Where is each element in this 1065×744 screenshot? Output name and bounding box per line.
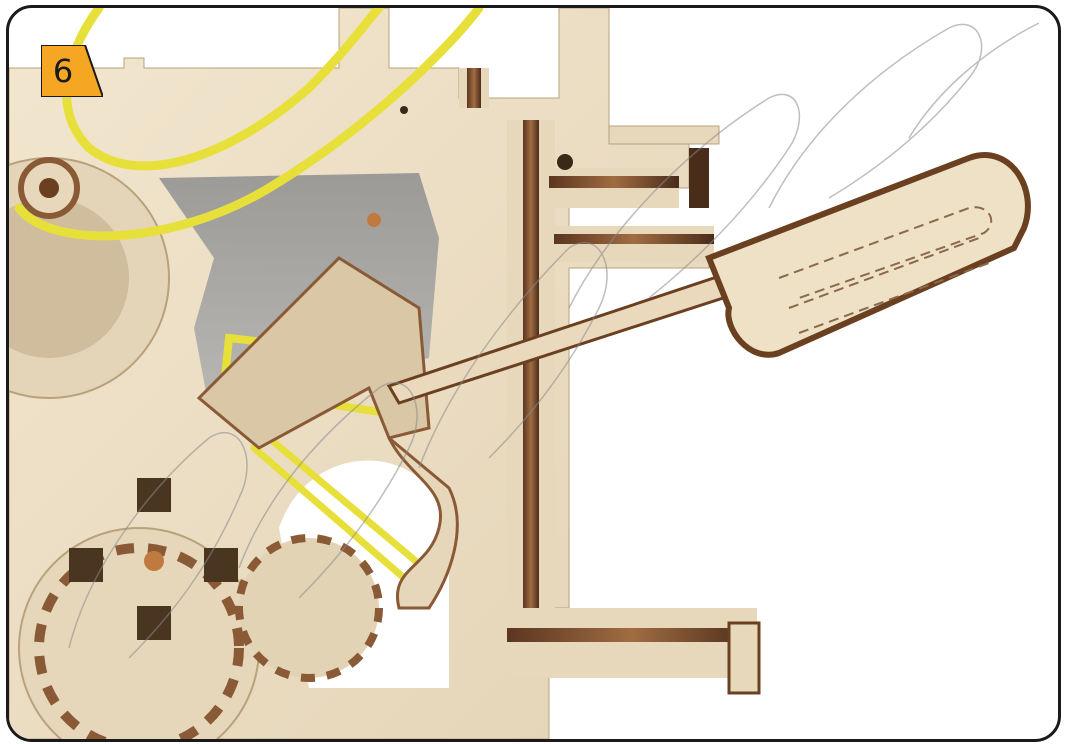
instruction-frame: 6 bbox=[6, 5, 1061, 742]
step-number: 6 bbox=[41, 45, 85, 97]
step-number-badge: 6 bbox=[41, 45, 103, 97]
ugears-watermark-logo bbox=[9, 8, 1058, 739]
